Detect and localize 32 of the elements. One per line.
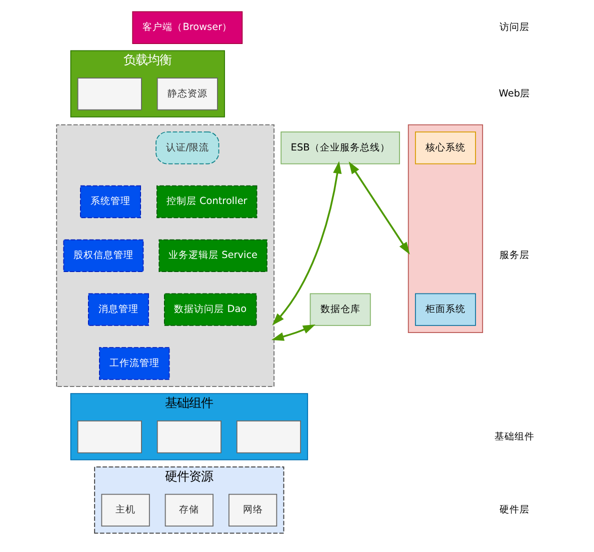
node-box: 工作流管理 bbox=[99, 347, 170, 380]
arrow bbox=[272, 161, 342, 326]
node-box bbox=[236, 420, 301, 454]
arrow bbox=[271, 324, 316, 341]
node-box: 数据仓库 bbox=[310, 293, 371, 326]
node-box: 数据访问层 Dao bbox=[164, 293, 257, 326]
node-box bbox=[77, 420, 142, 454]
node-box: 柜面系统 bbox=[414, 293, 476, 326]
node-box: 网络 bbox=[228, 494, 278, 527]
node-box: 系统管理 bbox=[80, 185, 141, 218]
cluster bbox=[408, 124, 484, 333]
node-box: 控制层 Controller bbox=[156, 185, 258, 218]
label: 服务层 bbox=[499, 250, 530, 262]
node-box: 认证/限流 bbox=[156, 132, 220, 164]
node-box: 静态资源 bbox=[156, 78, 218, 110]
node-box bbox=[156, 420, 222, 454]
node-box: 核心系统 bbox=[414, 132, 476, 164]
label: 访问层 bbox=[499, 22, 530, 34]
node-box: 业务逻辑层 Service bbox=[158, 239, 268, 272]
label: 硬件层 bbox=[499, 504, 530, 516]
label: Web层 bbox=[498, 88, 530, 100]
node-box: 存储 bbox=[164, 494, 214, 527]
node-box: ESB（企业服务总线） bbox=[280, 132, 400, 164]
node-box: 消息管理 bbox=[88, 293, 149, 326]
cluster: 基础组件 bbox=[70, 393, 308, 460]
arrow bbox=[348, 162, 410, 254]
node-box bbox=[77, 78, 142, 110]
label: 基础组件 bbox=[494, 431, 534, 442]
node-box: 股权信息管理 bbox=[63, 239, 144, 272]
cluster bbox=[56, 124, 274, 387]
node-box: 客户端（Browser） bbox=[132, 11, 243, 44]
node-box: 主机 bbox=[101, 494, 150, 527]
